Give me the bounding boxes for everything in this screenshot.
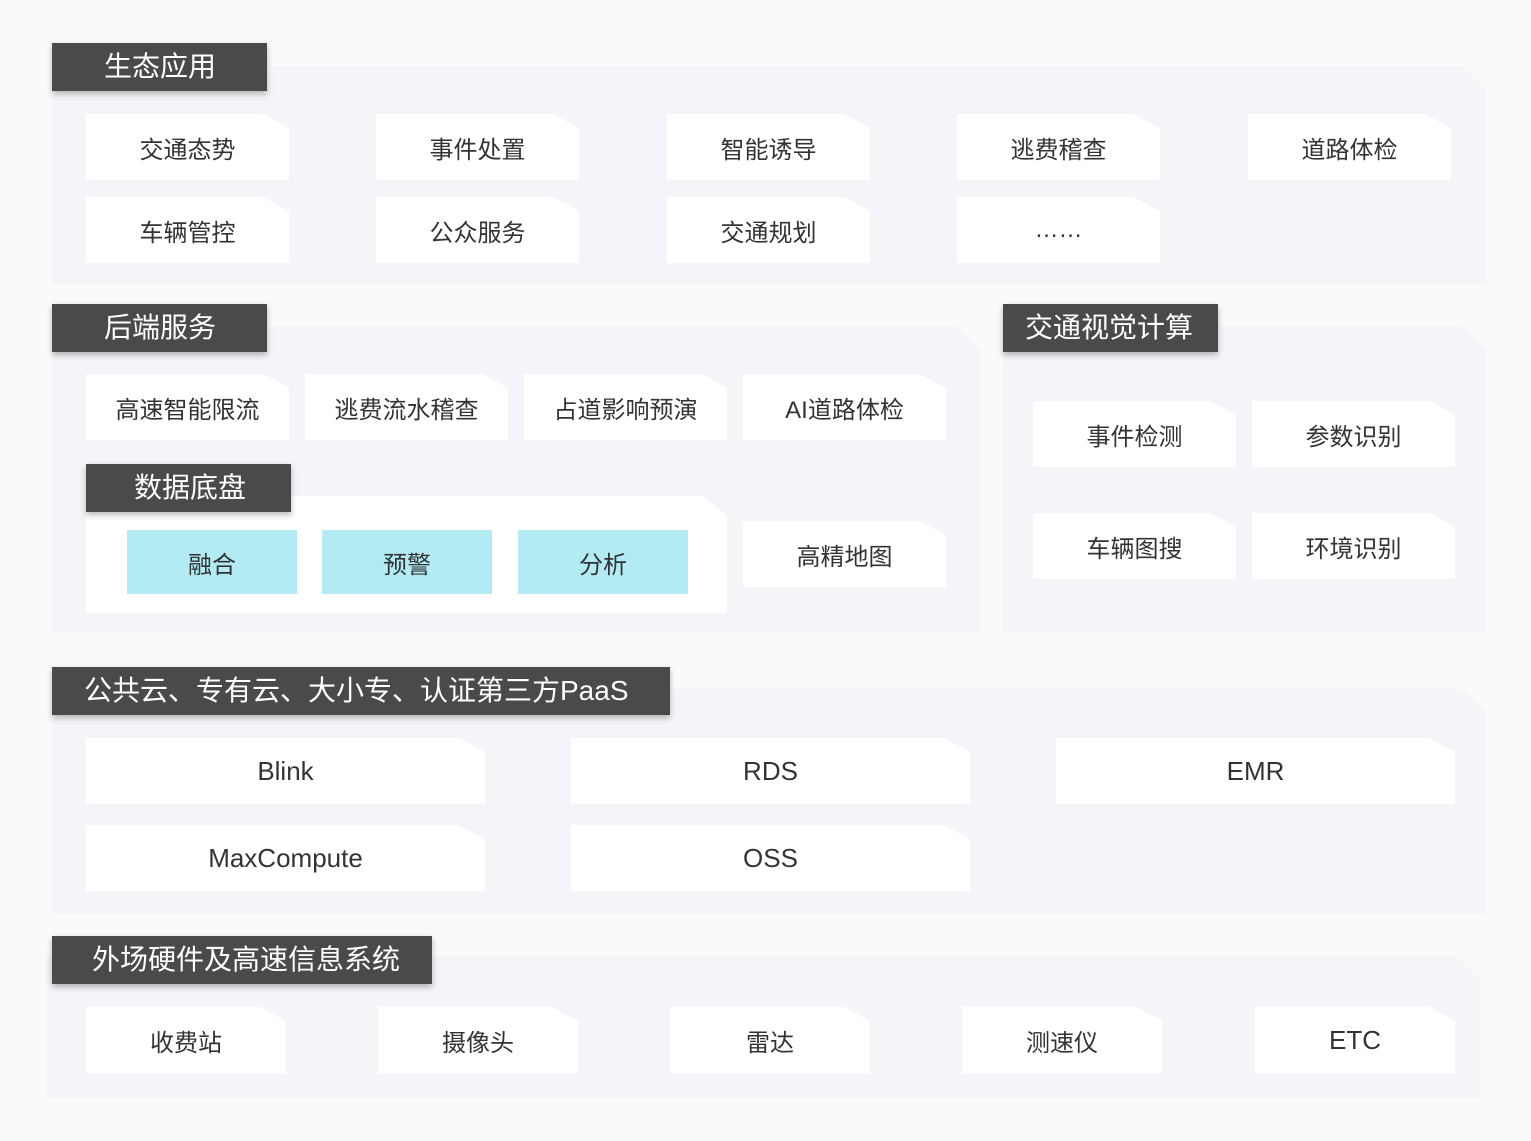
backend-header: 后端服务 [52,304,267,352]
backend-item-speed-limit[interactable]: 高速智能限流 [86,374,289,440]
backend-item-ai-road-inspection[interactable]: AI道路体检 [743,374,946,440]
hardware-header: 外场硬件及高速信息系统 [52,936,432,984]
eco-item-smart-guidance[interactable]: 智能诱导 [667,114,870,180]
eco-item-more[interactable]: …… [957,197,1160,263]
hardware-item-toll-station[interactable]: 收费站 [86,1007,286,1073]
backend-item-hd-map[interactable]: 高精地图 [743,521,946,587]
cloud-item-rds[interactable]: RDS [571,738,970,804]
eco-item-event-handling[interactable]: 事件处置 [376,114,579,180]
eco-header: 生态应用 [52,43,267,91]
data-base-fusion[interactable]: 融合 [127,530,297,594]
hardware-item-radar[interactable]: 雷达 [670,1007,870,1073]
eco-item-fee-evasion-audit[interactable]: 逃费稽查 [957,114,1160,180]
backend-item-lane-occupation[interactable]: 占道影响预演 [524,374,727,440]
hardware-item-camera[interactable]: 摄像头 [378,1007,578,1073]
data-base-analysis[interactable]: 分析 [518,530,688,594]
vision-header: 交通视觉计算 [1003,304,1218,352]
cloud-item-oss[interactable]: OSS [571,825,970,891]
eco-item-public-service[interactable]: 公众服务 [376,197,579,263]
eco-item-road-inspection[interactable]: 道路体检 [1248,114,1451,180]
vision-item-parameter-recognition[interactable]: 参数识别 [1252,401,1455,467]
backend-item-fee-flow-audit[interactable]: 逃费流水稽查 [305,374,508,440]
vision-panel [1003,326,1486,633]
vision-item-vehicle-image-search[interactable]: 车辆图搜 [1033,513,1236,579]
cloud-item-blink[interactable]: Blink [86,738,485,804]
hardware-item-speedometer[interactable]: 测速仪 [962,1007,1162,1073]
eco-item-traffic-planning[interactable]: 交通规划 [667,197,870,263]
vision-item-event-detection[interactable]: 事件检测 [1033,401,1236,467]
cloud-header: 公共云、专有云、大小专、认证第三方PaaS [52,667,670,715]
vision-item-environment-recognition[interactable]: 环境识别 [1252,513,1455,579]
eco-item-vehicle-control[interactable]: 车辆管控 [86,197,289,263]
cloud-item-maxcompute[interactable]: MaxCompute [86,825,485,891]
cloud-item-emr[interactable]: EMR [1056,738,1455,804]
hardware-item-etc[interactable]: ETC [1255,1007,1455,1073]
data-base-header: 数据底盘 [86,464,291,512]
eco-item-traffic-situation[interactable]: 交通态势 [86,114,289,180]
data-base-warning[interactable]: 预警 [322,530,492,594]
